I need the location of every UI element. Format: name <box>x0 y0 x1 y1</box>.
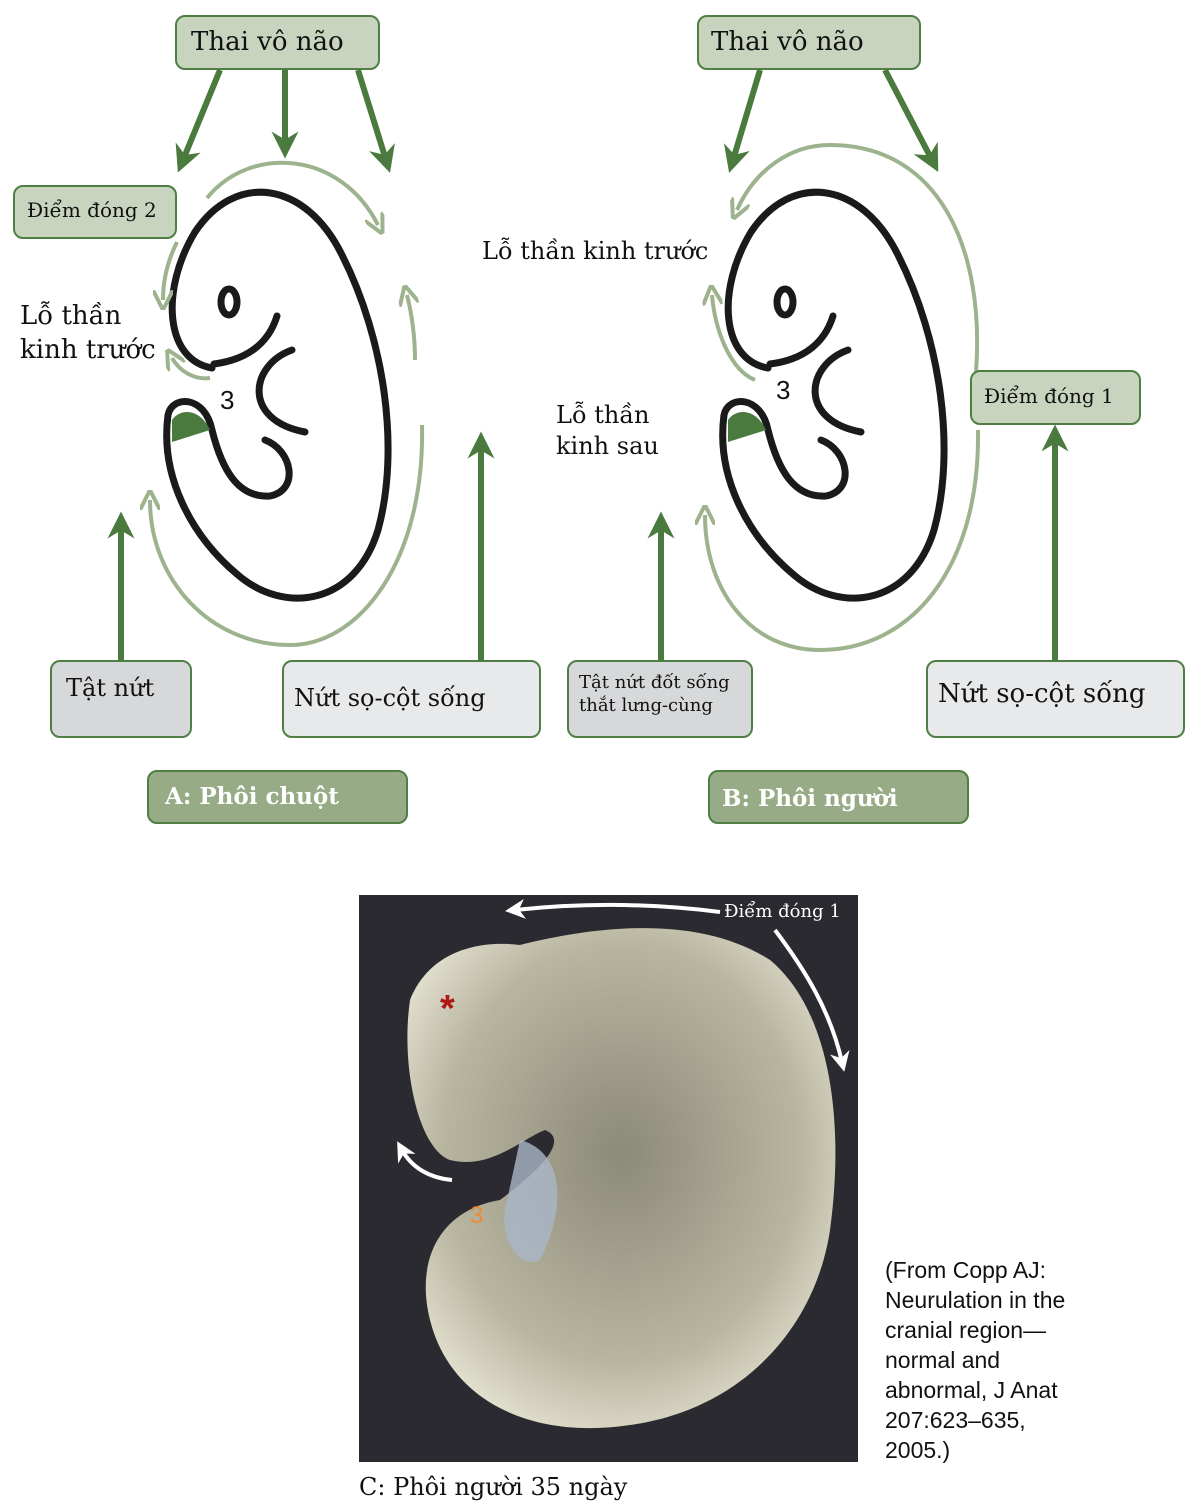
neuropore-shaded-region <box>728 411 766 442</box>
human-embryo-outline <box>719 188 948 602</box>
photo-asterisk: * <box>440 988 455 1030</box>
site-3-label-a: 3 <box>220 385 235 415</box>
lumbosacral-spina-bifida-box: Tật nứt đốt sống thắt lưng-cùng <box>567 660 753 738</box>
closure-1-label: Điểm đóng 1 <box>984 384 1114 408</box>
closure-2-label: Điểm đóng 2 <box>27 198 157 222</box>
closure-2-box: Điểm đóng 2 <box>13 185 177 239</box>
mouse-embryo-outline <box>163 188 392 602</box>
craniorachischisis-box-a: Nứt sọ-cột sống <box>282 660 541 738</box>
anencephaly-label-b: Thai vô não <box>711 27 864 57</box>
embryo-photo-body <box>407 928 836 1429</box>
caption-b: B: Phôi người <box>708 770 969 824</box>
anencephaly-arrows-a <box>107 68 495 660</box>
anencephaly-box-b: Thai vô não <box>697 15 921 70</box>
craniorachischisis-box-b: Nứt sọ-cột sống <box>926 660 1185 738</box>
photo-closure-arrows <box>397 898 850 1182</box>
caption-a: A: Phôi chuột <box>147 770 408 824</box>
anencephaly-box-a: Thai vô não <box>175 15 380 70</box>
site-3-label-b: 3 <box>776 375 791 405</box>
caption-c: C: Phôi người 35 ngày <box>359 1473 628 1501</box>
photo-closure-1-label: Điểm đóng 1 <box>724 901 841 922</box>
closure-arrows-b <box>705 142 981 653</box>
craniorachischisis-label-a: Nứt sọ-cột sống <box>294 684 486 712</box>
anencephaly-arrows-b <box>647 68 1069 660</box>
posterior-neuropore-label: Lỗ thần kinh sau <box>556 401 659 461</box>
neuropore-shaded-region <box>172 411 210 442</box>
spina-bifida-label: Tật nứt <box>66 674 155 702</box>
photo-site-3: 3 <box>470 1202 484 1229</box>
spina-bifida-box-a: Tật nứt <box>50 660 192 738</box>
anencephaly-label: Thai vô não <box>191 27 344 57</box>
lumbosacral-spina-bifida-label: Tật nứt đốt sống thắt lưng-cùng <box>579 672 730 717</box>
citation: (From Copp AJ: Neurulation in the crania… <box>885 1257 1066 1463</box>
closure-1-box: Điểm đóng 1 <box>970 370 1141 425</box>
caption-b-label: B: Phôi người <box>722 785 898 812</box>
anterior-neuropore-label-b: Lỗ thần kinh trước <box>482 237 709 265</box>
caption-a-label: A: Phôi chuột <box>165 783 339 810</box>
anterior-neuropore-label-a: Lỗ thần kinh trước <box>20 301 156 365</box>
closure-arrows-a <box>150 160 425 648</box>
craniorachischisis-label-b: Nứt sọ-cột sống <box>938 679 1146 709</box>
embryo-photo-neuropore <box>504 1140 558 1262</box>
